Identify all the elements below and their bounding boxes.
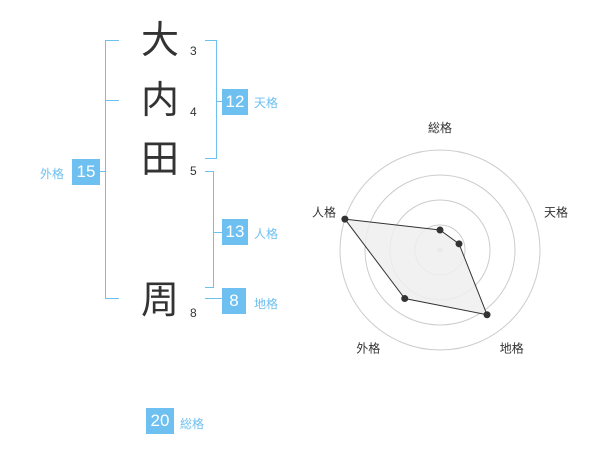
radar-axis-label-4: 外格	[356, 341, 380, 356]
radar-axis-label-1: 総格	[428, 120, 452, 135]
name-char-1: 大	[140, 18, 179, 62]
chikaku-value-badge: 8	[222, 288, 246, 314]
radar-axis-label-5: 人格	[312, 204, 336, 219]
tenkaku-label: 天格	[254, 96, 279, 110]
stroke-count-4: 8	[190, 306, 197, 320]
radar-point-2	[455, 240, 463, 248]
tenkaku-value-badge: 12	[222, 89, 248, 115]
jinkaku-value-badge: 13	[222, 219, 248, 245]
stroke-count-1: 3	[190, 44, 197, 58]
radar-point-1	[436, 226, 444, 234]
gaikaku-value-badge: 15	[72, 159, 100, 185]
stroke-count-2: 4	[190, 105, 197, 119]
name-char-4: 周	[140, 278, 179, 322]
radar-point-4	[401, 295, 409, 303]
radar-axis-label-3: 地格	[500, 341, 524, 356]
radar-axis-label-2: 天格	[544, 204, 568, 219]
jinkaku-label: 人格	[254, 227, 279, 241]
name-char-2: 内	[140, 78, 179, 122]
name-char-3: 田	[140, 137, 179, 181]
gaikaku-label: 外格	[40, 167, 65, 181]
radar-point-5	[341, 215, 349, 223]
radar-value-polygon	[343, 218, 488, 316]
chikaku-label: 地格	[254, 297, 279, 311]
radar-ring-4	[339, 149, 541, 351]
stroke-count-3: 5	[190, 164, 197, 178]
radar-point-3	[483, 311, 491, 319]
soukaku-value-badge: 20	[146, 408, 174, 434]
soukaku-label: 総格	[180, 417, 205, 431]
radar-ring-3	[364, 174, 516, 326]
